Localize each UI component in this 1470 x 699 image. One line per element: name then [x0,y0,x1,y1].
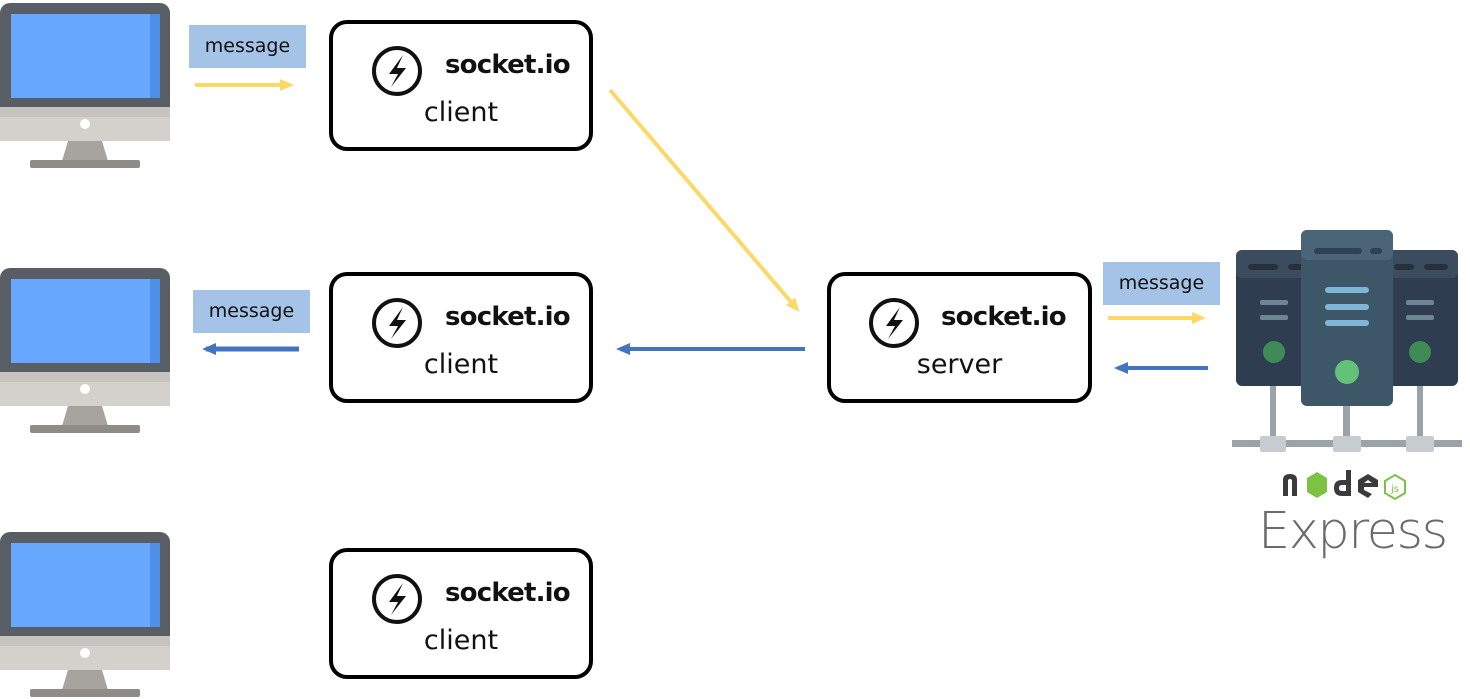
message-tag-send: message [189,25,306,68]
socket-io-logo-icon [372,298,422,348]
socketio-brand-label: socket.io [941,302,1067,332]
socket-io-logo-icon [372,46,422,96]
nodejs-logo: js [1283,470,1406,501]
message-tag-server: message [1103,262,1220,305]
arrow-client1-to-server [608,88,800,313]
socketio-role-label: client [423,625,499,656]
socketio-server-box: socket.io server [827,272,1092,403]
socket-io-logo-icon [372,574,422,624]
socket-io-logo-icon [869,298,919,348]
socketio-client-box-1: socket.io client [329,20,593,151]
express-label: Express [1258,502,1448,561]
svg-text:js: js [1390,484,1399,495]
socketio-role-label: client [423,349,499,380]
message-tag-receive: message [193,290,310,333]
socketio-brand-label: socket.io [445,50,571,80]
socketio-role-label: client [423,97,499,128]
socketio-role-label: server [916,349,1003,380]
socketio-client-box-2: socket.io client [329,272,593,403]
server-rack-icon [1232,230,1462,452]
socketio-brand-label: socket.io [445,302,571,332]
socketio-client-box-3: socket.io client [329,548,593,679]
socketio-brand-label: socket.io [445,578,571,608]
